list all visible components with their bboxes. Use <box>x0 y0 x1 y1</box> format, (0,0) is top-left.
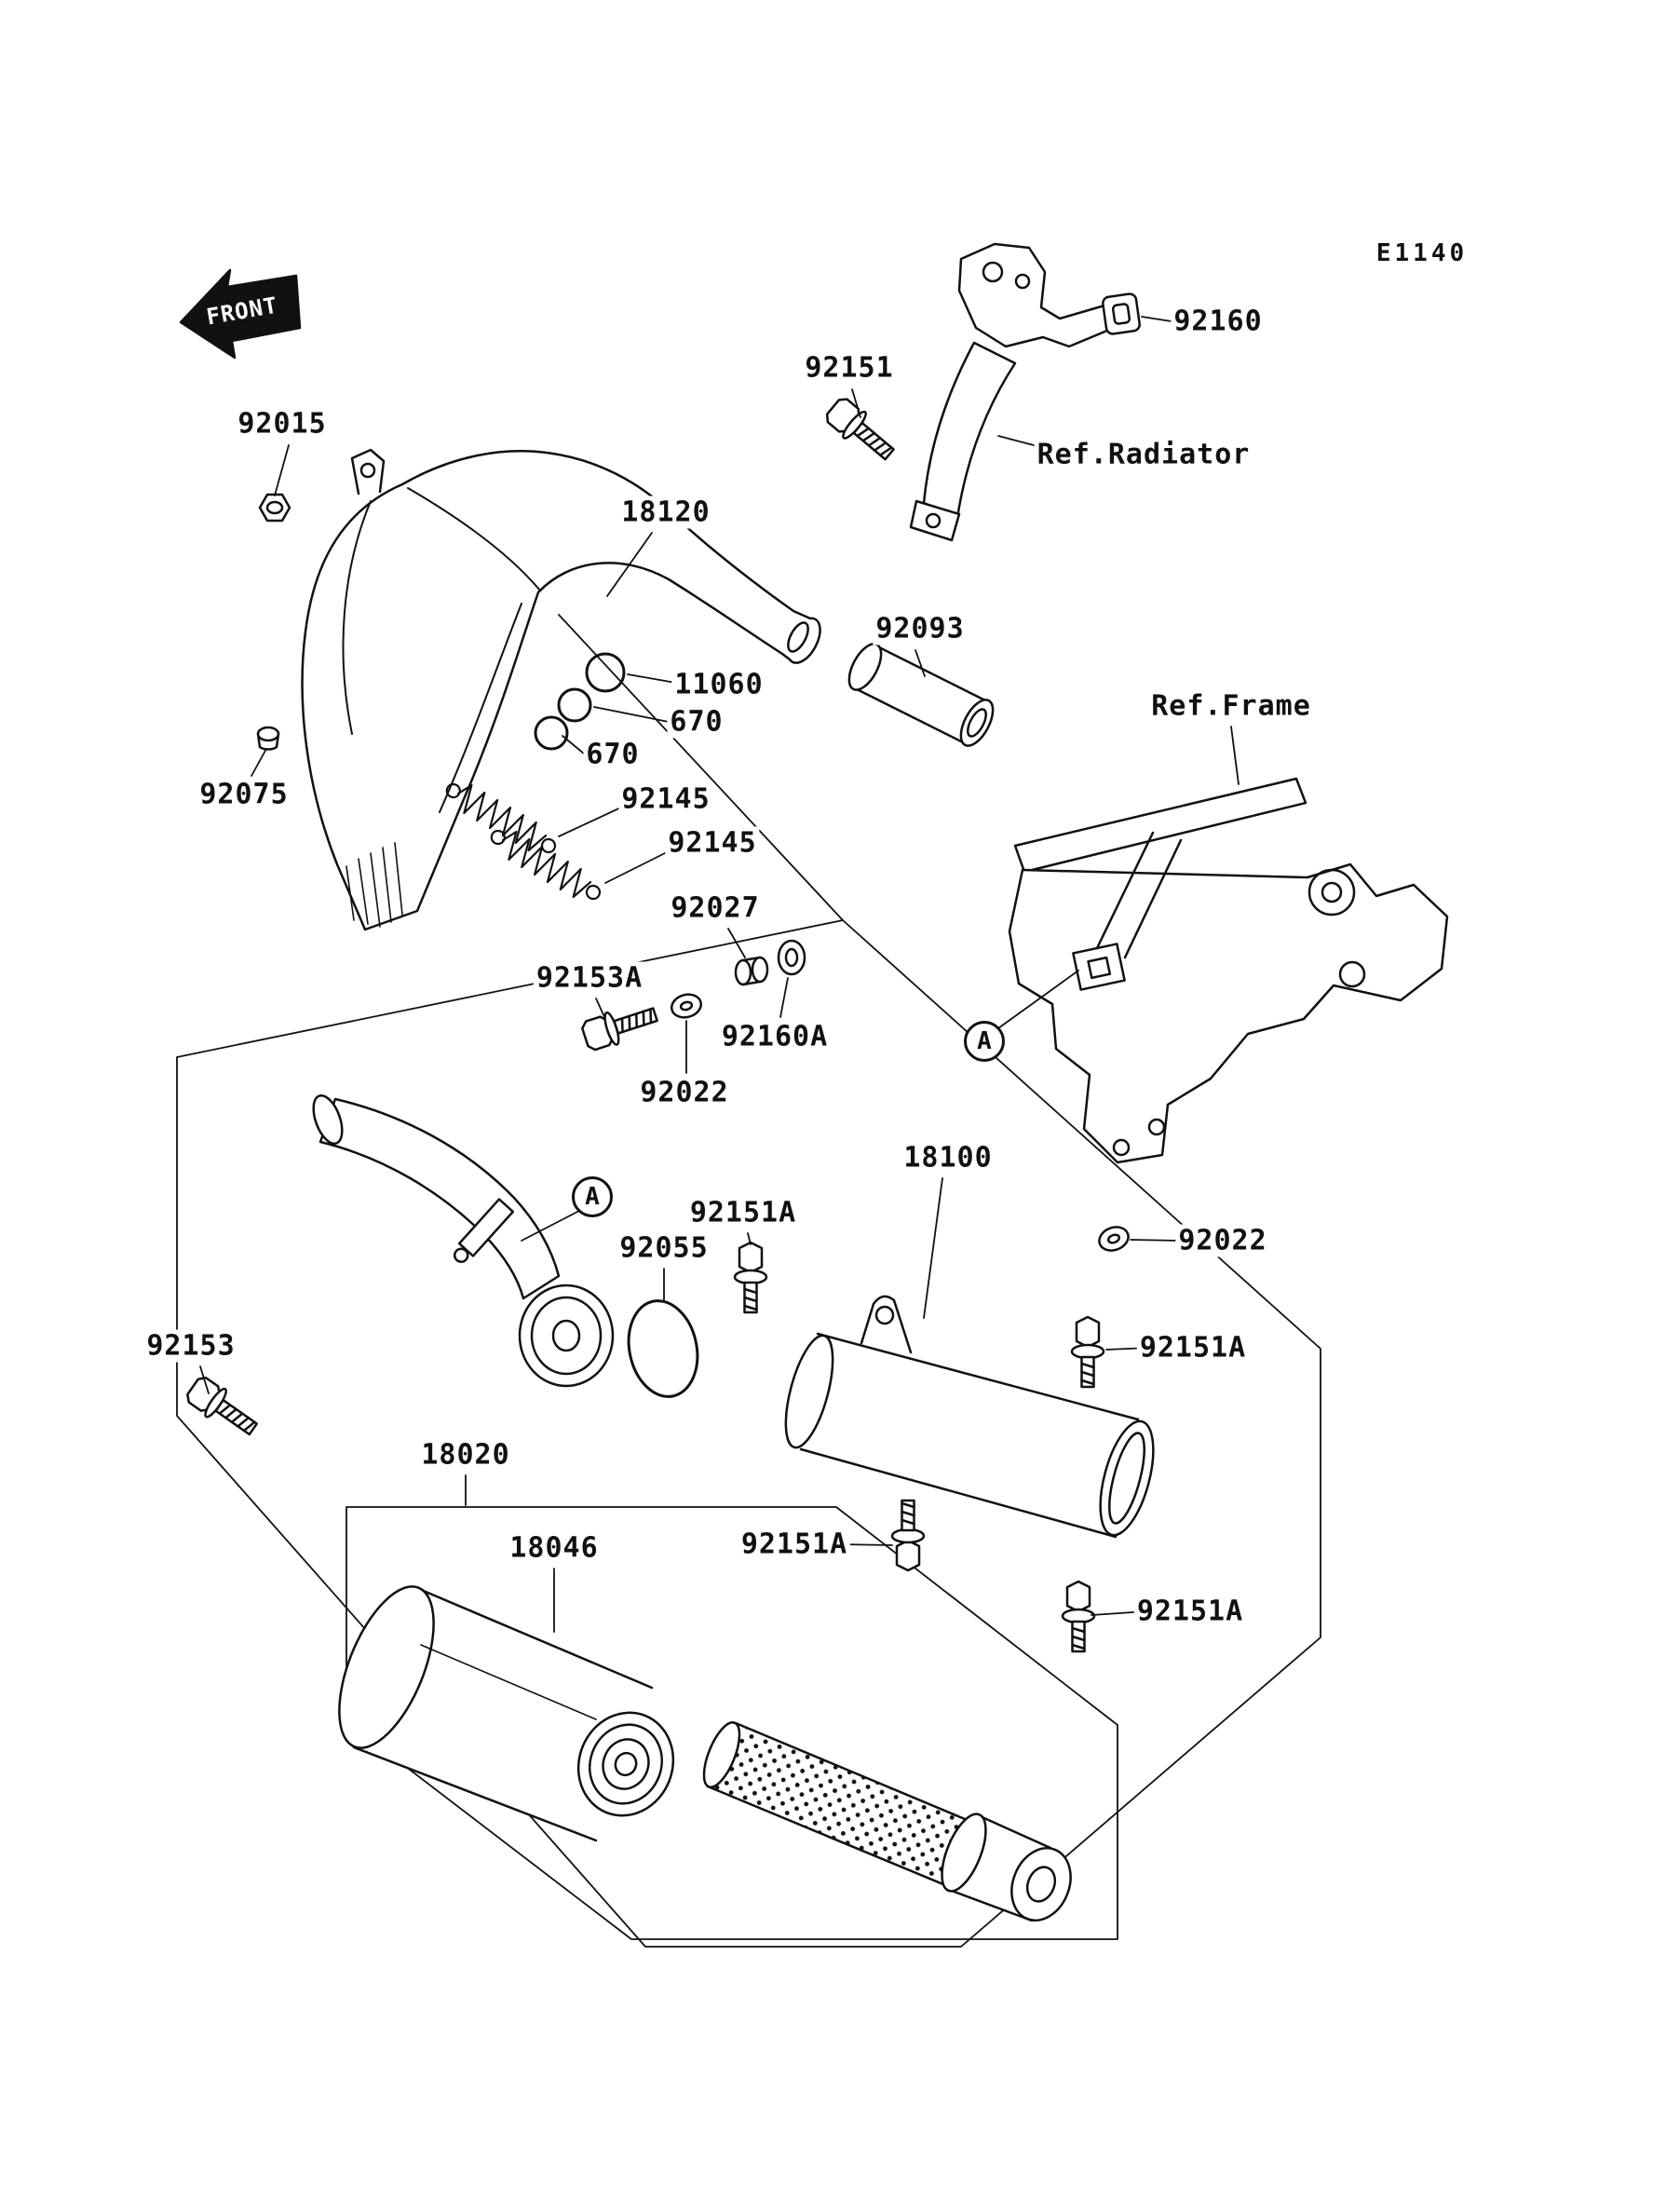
core-end-cap <box>941 1813 1072 1922</box>
washer-92022-right <box>1098 1226 1130 1252</box>
oring-670-b <box>534 715 569 751</box>
part-label-92160a: 92160A <box>718 1020 832 1053</box>
diagram-code: E1140 <box>1375 239 1469 267</box>
part-label-92151a-mid: 92151A <box>738 1528 851 1561</box>
bolt-92153 <box>182 1371 264 1445</box>
part-label-92055: 92055 <box>616 1231 711 1265</box>
construction-lines <box>176 614 1321 1948</box>
part-label-18100: 18100 <box>901 1141 996 1175</box>
part-label-92153: 92153 <box>143 1329 238 1363</box>
view-marker-a-right: A <box>964 1021 1005 1062</box>
part-label-92151: 92151 <box>802 351 897 385</box>
spring-92145-a <box>440 774 562 862</box>
perforated-core-tube <box>702 1721 978 1889</box>
part-label-92153a: 92153A <box>533 961 646 995</box>
bolt-92151 <box>820 392 901 469</box>
part-label-92027: 92027 <box>668 891 763 925</box>
part-label-92145-b: 92145 <box>665 826 760 860</box>
damper-92160 <box>1102 292 1141 335</box>
part-label-92022-right: 92022 <box>1175 1224 1270 1257</box>
part-label-670-a: 670 <box>667 705 726 739</box>
part-label-92093: 92093 <box>873 612 968 645</box>
collar-92093 <box>847 643 995 747</box>
part-label-92022: 92022 <box>637 1076 732 1109</box>
part-label-ref-frame: Ref.Frame <box>1148 689 1314 723</box>
oring-11060 <box>585 652 626 693</box>
part-label-ref-radiator: Ref.Radiator <box>1034 438 1253 471</box>
damper-92160a <box>777 939 806 976</box>
bolt-92151a-bottom <box>1061 1580 1096 1653</box>
oring-670-a <box>557 687 592 723</box>
part-label-92075: 92075 <box>196 778 291 811</box>
spacer-92027 <box>734 956 769 986</box>
part-label-92151a-top: 92151A <box>686 1196 800 1229</box>
part-label-670-b: 670 <box>583 738 643 771</box>
bolt-92151a-mid <box>890 1499 926 1572</box>
radiator-bracket <box>909 242 1116 542</box>
muffler-packing-18046 <box>338 1585 675 1842</box>
bolt-92153a <box>578 997 662 1055</box>
nut-92015 <box>258 493 291 523</box>
expansion-chamber-18120 <box>301 448 821 931</box>
frame-plate <box>1008 777 1449 1164</box>
silencer-18100 <box>784 1295 1155 1539</box>
part-label-18020: 18020 <box>418 1438 513 1472</box>
damper-92075 <box>256 726 280 751</box>
gasket-92055 <box>627 1299 699 1398</box>
part-label-18120: 18120 <box>618 496 713 529</box>
part-label-11060: 11060 <box>671 668 766 701</box>
part-label-92160: 92160 <box>1171 305 1266 338</box>
part-label-92151a-bottom: 92151A <box>1133 1595 1247 1628</box>
bolt-92151a-top <box>733 1241 768 1314</box>
washer-92022 <box>670 993 703 1019</box>
part-label-92151a-right: 92151A <box>1136 1331 1250 1365</box>
bolt-92151a-right <box>1070 1315 1105 1389</box>
head-pipe <box>312 1093 615 1388</box>
part-label-92145-a: 92145 <box>618 782 713 816</box>
part-label-92015: 92015 <box>235 407 330 441</box>
part-label-18046: 18046 <box>507 1531 602 1565</box>
front-arrow-icon <box>179 268 302 360</box>
view-marker-a-left: A <box>572 1176 613 1217</box>
